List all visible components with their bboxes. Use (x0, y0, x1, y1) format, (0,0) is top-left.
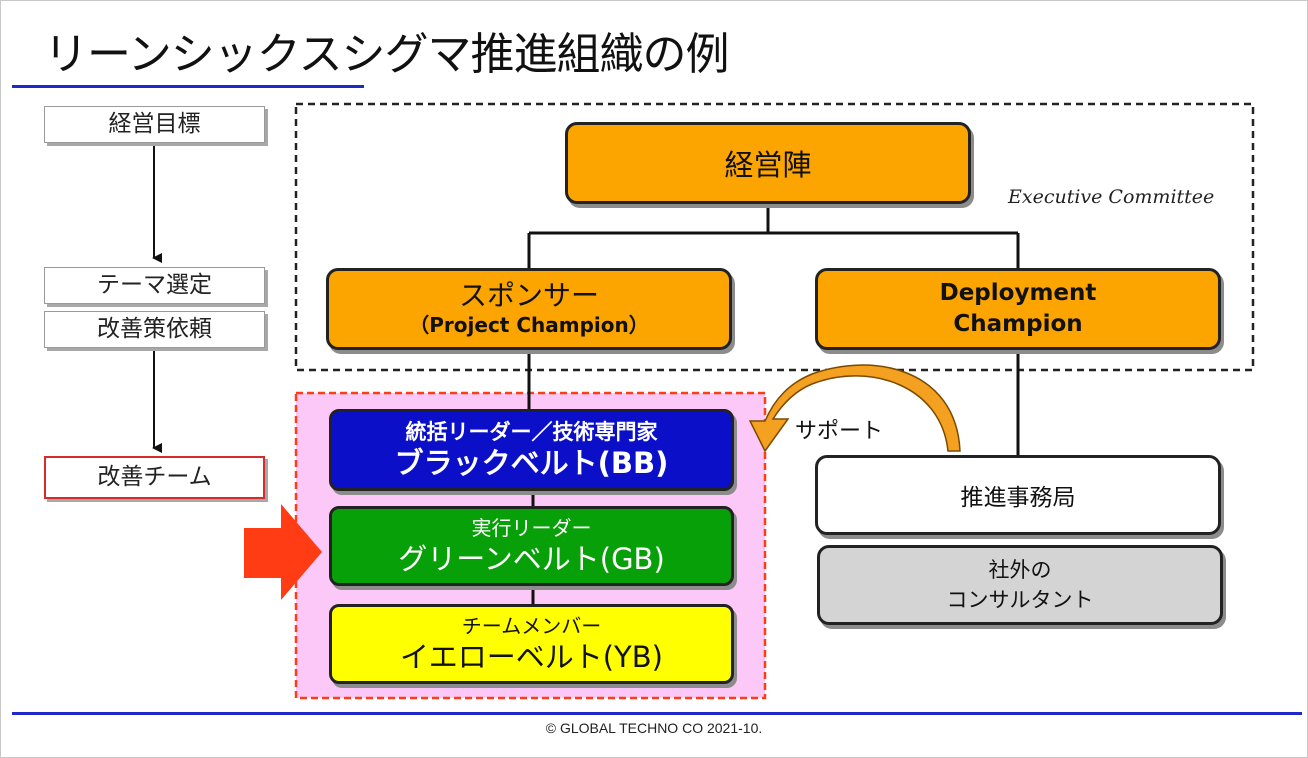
office-label: 推進事務局 (960, 485, 1076, 511)
sponsor-label: スポンサー (458, 279, 599, 312)
black-belt-label: ブラックベルト(BB) (394, 446, 669, 480)
flow-box-request: 改善策依頼 (44, 311, 265, 348)
flow-box-theme: テーマ選定 (44, 267, 265, 304)
highlight-arrow-icon (244, 504, 322, 600)
yellow-belt-label: イエローベルト(YB) (400, 640, 663, 674)
consultant-line1: 社外の (988, 558, 1052, 582)
deployment-champion-line2: Champion (953, 311, 1083, 337)
green-belt-label: グリーンベルト(GB) (398, 542, 665, 576)
yellow-belt-role: チームメンバー (461, 614, 602, 638)
green-belt-node: 実行リーダー グリーンベルト(GB) (329, 506, 734, 586)
black-belt-role: 統括リーダー／技術専門家 (405, 420, 658, 444)
yellow-belt-node: チームメンバー イエローベルト(YB) (329, 604, 734, 684)
deployment-champion-node: Deployment Champion (815, 268, 1221, 350)
deployment-champion-line1: Deployment (939, 280, 1097, 306)
footer-copyright: © GLOBAL TECHNO CO 2021-10. (545, 720, 763, 736)
consultant-line2: コンサルタント (946, 588, 1094, 612)
sponsor-sub-label: （Project Champion） (409, 313, 649, 337)
flow-box-goal: 経営目標 (44, 106, 265, 143)
support-arrow-icon (748, 364, 961, 453)
green-belt-role: 実行リーダー (471, 516, 592, 540)
flow-box-team: 改善チーム (44, 456, 265, 499)
footer-rule (12, 712, 1302, 715)
management-node: 経営陣 (565, 122, 971, 204)
office-node: 推進事務局 (815, 455, 1221, 535)
org-connectors (527, 204, 1020, 456)
executive-committee-label: Executive Committee (1008, 186, 1215, 208)
black-belt-node: 統括リーダー／技術専門家 ブラックベルト(BB) (329, 409, 734, 491)
title-underline (12, 85, 364, 88)
sponsor-node: スポンサー （Project Champion） (326, 268, 732, 350)
support-label: サポート (795, 419, 884, 444)
page-title: リーンシックスシグマ推進組織の例 (44, 29, 729, 80)
management-label: 経営陣 (724, 148, 812, 182)
consultant-node: 社外の コンサルタント (817, 545, 1223, 625)
